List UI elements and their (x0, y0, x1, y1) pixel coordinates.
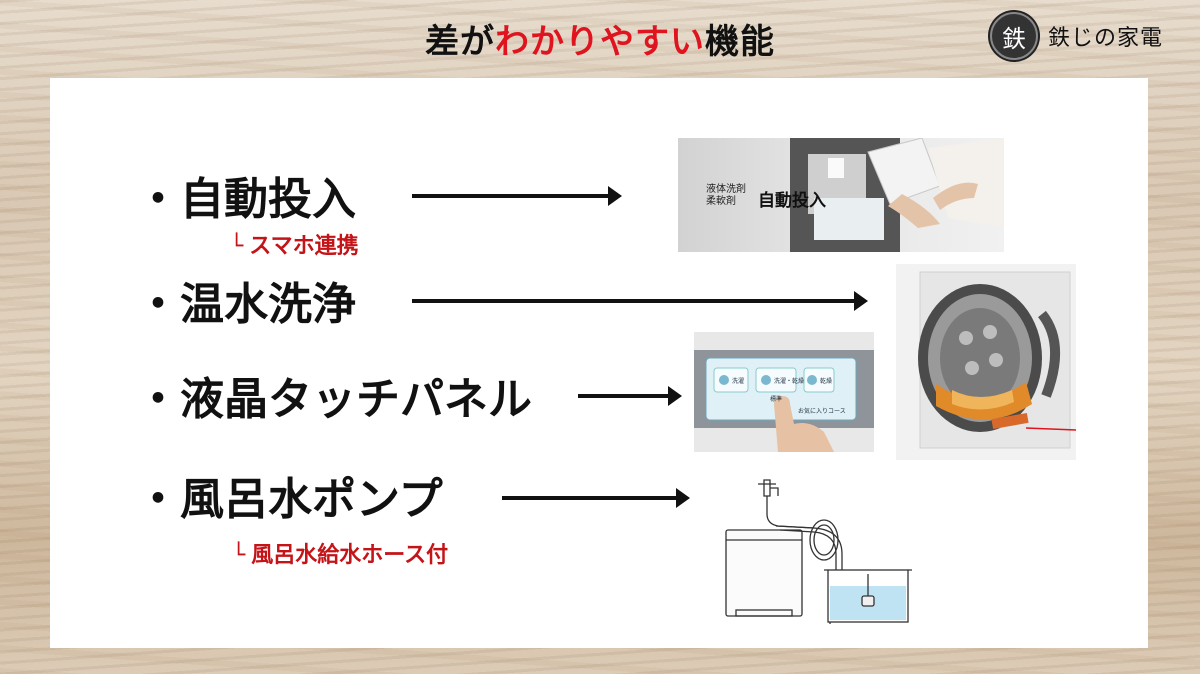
dispense-caption-line2: 柔軟剤 (706, 196, 736, 207)
detergent-dispense-illustration (790, 138, 1004, 252)
feature-label-touch-panel: ・液晶タッチパネル (136, 374, 532, 425)
brand-logo-icon: 鉄 (990, 12, 1038, 60)
title-part-1: 差が (425, 22, 495, 62)
corner-mark-icon: └ (230, 234, 244, 259)
brand: 鉄 鉄じの家電 (990, 12, 1163, 60)
arrow-icon (502, 488, 690, 508)
heated-drum-photo (896, 264, 1076, 460)
drum-illustration (896, 264, 1076, 460)
page-title: 差がわかりやすい機能 (0, 14, 1200, 63)
arrow-icon (412, 186, 622, 206)
title-part-3: 機能 (705, 22, 775, 62)
panel-button-wash: 洗濯 (732, 378, 745, 385)
dispense-caption-label: 自動投入 (758, 191, 826, 211)
touch-panel-illustration (694, 332, 874, 452)
dispense-caption-line1: 液体洗剤 (706, 184, 746, 195)
panel-sub-label: 標準 (770, 396, 783, 403)
feature-label-bath-pump: ・風呂水ポンプ (136, 474, 443, 525)
panel-button-dry: 乾燥 (820, 378, 833, 385)
content-card: ・自動投入 └スマホ連携 液体洗剤 柔軟剤 自動投入 ・温水洗浄 (50, 78, 1148, 648)
title-part-2-highlight: わかりやすい (495, 22, 705, 62)
arrow-icon (578, 386, 682, 406)
feature-note-text: 風呂水給水ホース付 (251, 543, 449, 568)
panel-course-label: お気に入りコース (798, 408, 846, 415)
corner-mark-icon: └ (232, 543, 246, 568)
arrow-icon (412, 291, 868, 311)
feature-note-text: スマホ連携 (249, 234, 359, 259)
pump-line-drawing (725, 479, 912, 624)
brand-name: 鉄じの家電 (1048, 26, 1164, 51)
touch-panel-photo: 洗濯 洗濯・乾燥 乾燥 標準 お気に入りコース (694, 332, 874, 452)
feature-note-bath-hose: └風呂水給水ホース付 (232, 545, 448, 567)
feature-label-auto-dispense: ・自動投入 (136, 174, 356, 225)
detergent-auto-dispense-photo: 液体洗剤 柔軟剤 自動投入 (678, 138, 1004, 252)
bath-water-pump-illustration (718, 474, 928, 624)
feature-note-smartphone: └スマホ連携 (230, 236, 359, 258)
feature-label-hot-water-wash: ・温水洗浄 (136, 279, 356, 330)
panel-button-wash-dry: 洗濯・乾燥 (774, 378, 805, 385)
